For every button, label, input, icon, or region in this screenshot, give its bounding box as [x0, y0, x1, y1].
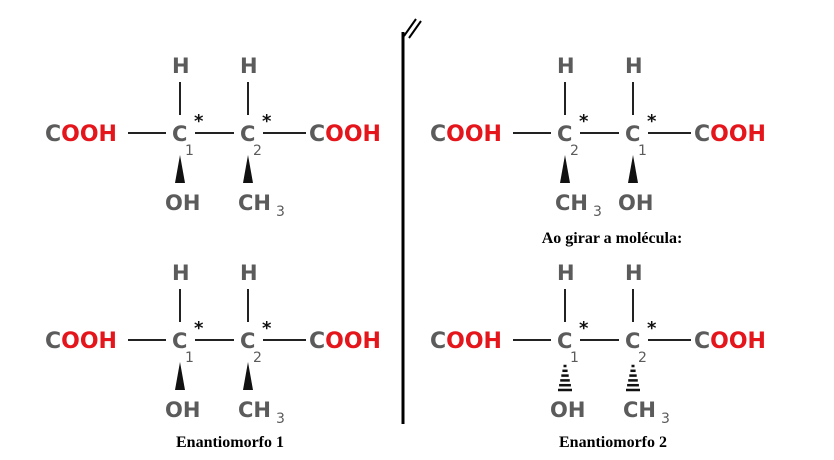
carbon-atom: C [172, 122, 187, 146]
cooh-right: COOH [694, 122, 766, 147]
hydrogen-atom: H [557, 261, 575, 285]
enantiomer-1-label: Enantiomorfo 1 [176, 434, 284, 451]
ch3-subscript: 3 [661, 411, 670, 427]
chiral-star: * [579, 318, 589, 339]
divider-mark-2 [408, 20, 422, 39]
carbon-number: 1 [185, 350, 194, 366]
carbon-number: 1 [185, 143, 194, 159]
carbon-atom: C [557, 122, 572, 146]
hydrogen-atom: H [625, 54, 643, 78]
wedge-bond [560, 155, 570, 183]
chiral-star: * [262, 318, 272, 339]
ch3-group: CH [238, 191, 271, 215]
wedge-bond [628, 155, 638, 183]
divider-mark-1 [403, 18, 417, 37]
hydrogen-atom: H [625, 261, 643, 285]
cooh-left: COOH [45, 122, 117, 147]
chiral-star: * [647, 318, 657, 339]
carbon-number: 2 [570, 143, 579, 159]
wedge-bond [175, 362, 185, 390]
hydrogen-atom: H [557, 54, 575, 78]
carbon-number: 1 [638, 143, 647, 159]
ch3-subscript: 3 [593, 204, 602, 220]
oh-group: OH [165, 398, 200, 422]
chiral-star: * [194, 111, 204, 132]
cooh-left: COOH [430, 329, 502, 354]
cooh-right: COOH [309, 122, 381, 147]
ch3-subscript: 3 [276, 411, 285, 427]
hydrogen-atom: H [172, 54, 190, 78]
carbon-number: 1 [570, 350, 579, 366]
ch3-subscript: 3 [276, 204, 285, 220]
carbon-number: 2 [253, 350, 262, 366]
wedge-bond [243, 155, 253, 183]
carbon-atom: C [557, 329, 572, 353]
chiral-star: * [194, 318, 204, 339]
carbon-atom: C [172, 329, 187, 353]
cooh-right: COOH [309, 329, 381, 354]
carbon-number: 2 [253, 143, 262, 159]
ch3-group: CH [238, 398, 271, 422]
carbon-atom: C [625, 329, 640, 353]
cooh-left: COOH [430, 122, 502, 147]
wedge-bond [243, 362, 253, 390]
carbon-number: 2 [638, 350, 647, 366]
rotate-caption: Ao girar a molécula: [542, 230, 683, 247]
chiral-star: * [262, 111, 272, 132]
oh-group: OH [550, 398, 585, 422]
wedge-bond [175, 155, 185, 183]
carbon-atom: C [625, 122, 640, 146]
hydrogen-atom: H [240, 54, 258, 78]
cooh-right: COOH [694, 329, 766, 354]
chiral-star: * [579, 111, 589, 132]
chiral-star: * [647, 111, 657, 132]
cooh-left: COOH [45, 329, 117, 354]
oh-group: OH [165, 191, 200, 215]
carbon-atom: C [240, 329, 255, 353]
oh-group: OH [618, 191, 653, 215]
hydrogen-atom: H [240, 261, 258, 285]
hydrogen-atom: H [172, 261, 190, 285]
enantiomer-2-label: Enantiomorfo 2 [559, 434, 667, 451]
carbon-atom: C [240, 122, 255, 146]
ch3-group: CH [555, 191, 588, 215]
ch3-group: CH [623, 398, 656, 422]
